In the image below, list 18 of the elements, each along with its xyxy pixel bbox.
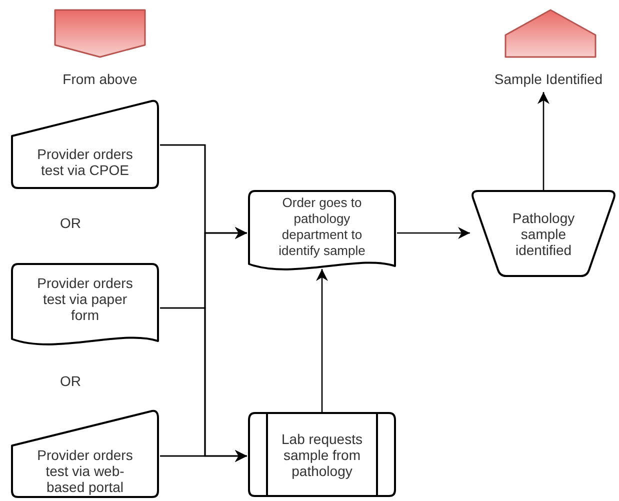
node-label: Lab requests sample from pathology [280,431,364,479]
arrow [397,227,470,239]
node-label: Pathology sample identified [511,210,576,258]
node-label: Provider orders test via paper form [36,275,134,323]
predefined-process-shape [247,412,397,498]
manual-input-shape [10,100,160,190]
node-label: From above [62,71,138,87]
node-label: Provider orders test via web-based portal [36,447,134,495]
node-label: Order goes to pathology department to identify sample [278,195,366,259]
manual-input-shape [10,410,160,499]
node-label: Provider orders test via CPOE [36,146,134,178]
node-label: Sample Identified [494,71,603,87]
arrow [538,92,550,190]
option-label: OR [60,373,81,389]
manual-operation-shape [470,190,617,278]
arrow [160,450,247,462]
arrow [316,269,328,412]
option-label: OR [60,215,81,231]
